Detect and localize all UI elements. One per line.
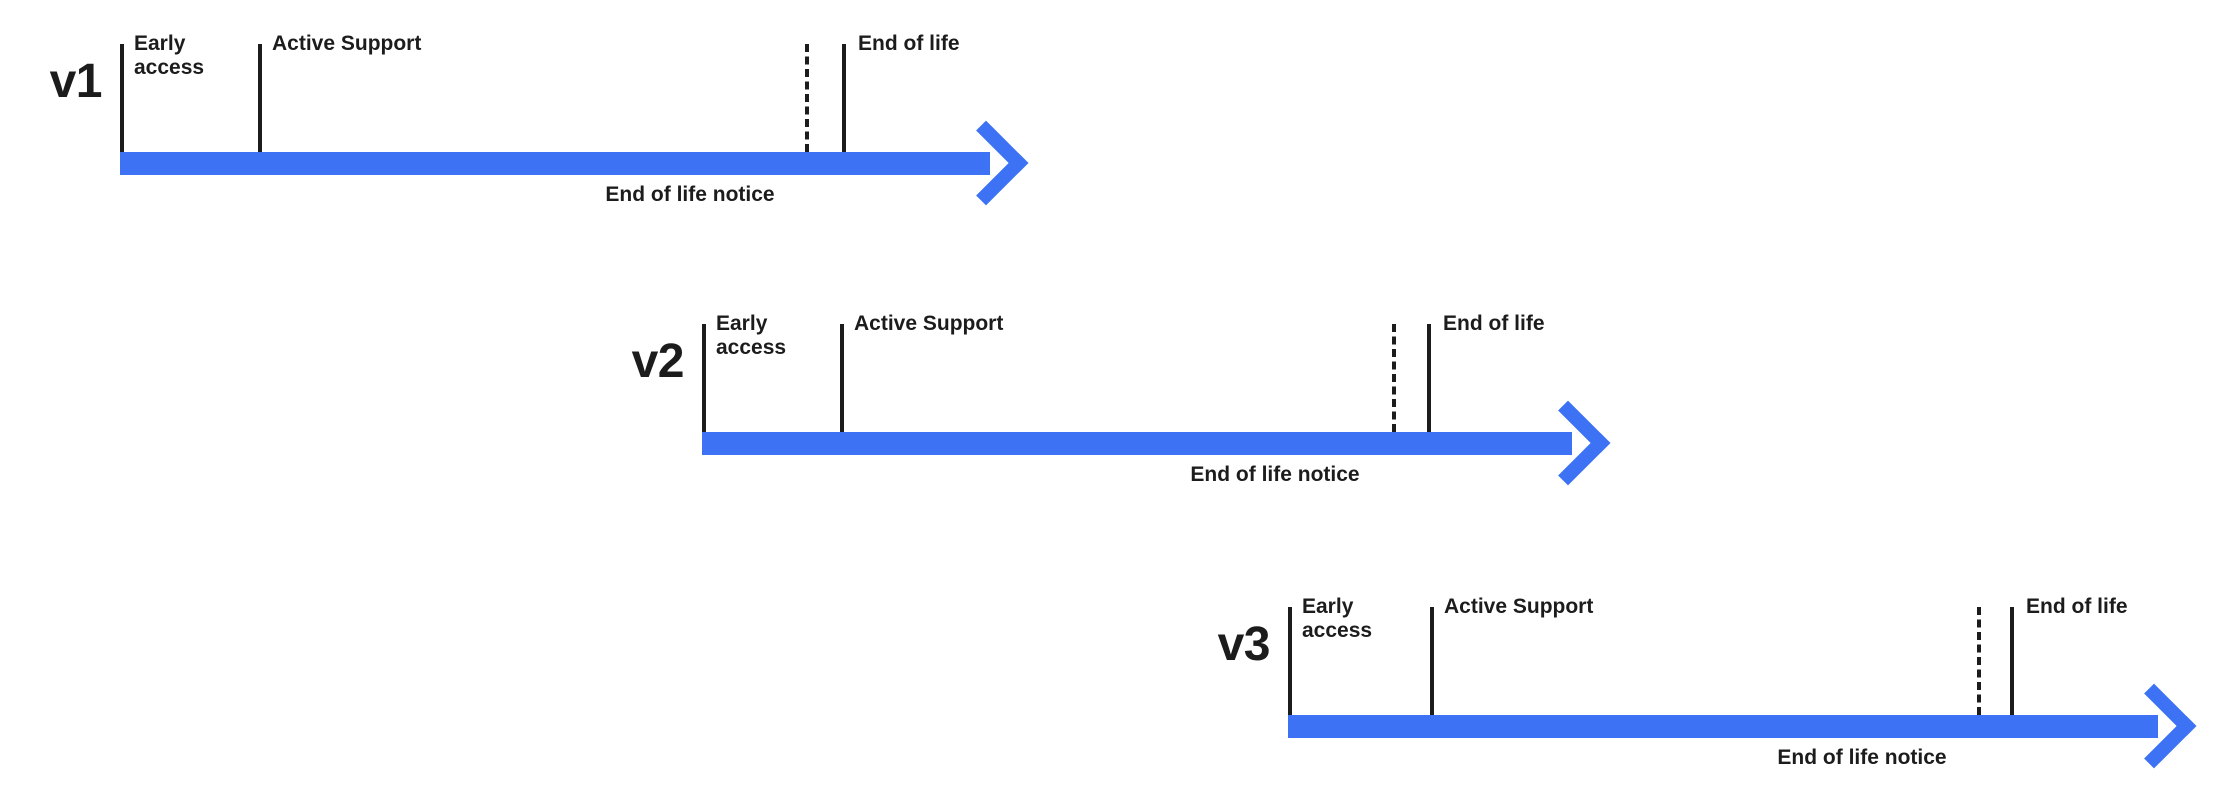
phase-label-early-access-v3: Early access [1302, 595, 1373, 642]
phase-label-early-access-v2: Early access [716, 312, 787, 359]
timeline-axis-v1 [120, 152, 990, 175]
end-of-life-notice-marker-v2 [1392, 324, 1396, 432]
phase-divider-v3 [2010, 607, 2014, 715]
phase-label-active-support-v3: Active Support [1444, 595, 1594, 618]
version-label-v2: v2 [631, 335, 685, 388]
timeline-arrowhead-v2 [1525, 400, 1611, 485]
end-of-life-notice-label-v1: End of life notice [605, 183, 775, 206]
phase-divider-v2 [840, 324, 844, 432]
phase-label-end-of-life-v3: End of life [2026, 595, 2128, 618]
end-of-life-notice-label-v3: End of life notice [1777, 746, 1947, 769]
timeline-axis-v3 [1288, 715, 2158, 738]
phase-label-end-of-life-v2: End of life [1443, 312, 1545, 335]
phase-label-active-support-v2: Active Support [854, 312, 1004, 335]
version-label-v3: v3 [1217, 618, 1271, 671]
timeline-arrowhead-v1 [943, 120, 1029, 205]
timeline-axis-v2 [702, 432, 1572, 455]
end-of-life-notice-marker-v3 [1977, 607, 1981, 715]
phase-label-end-of-life-v1: End of life [858, 32, 960, 55]
phase-divider-v1 [842, 44, 846, 152]
timeline-arrowhead-v3 [2111, 683, 2197, 768]
phase-divider-v2 [1427, 324, 1431, 432]
phase-divider-v1 [258, 44, 262, 152]
phase-divider-v1 [120, 44, 124, 152]
phase-label-early-access-v1: Early access [134, 32, 205, 79]
end-of-life-notice-label-v2: End of life notice [1190, 463, 1360, 486]
phase-label-active-support-v1: Active Support [272, 32, 422, 55]
version-label-v1: v1 [49, 55, 103, 108]
phase-divider-v3 [1288, 607, 1292, 715]
phase-divider-v2 [702, 324, 706, 432]
phase-divider-v3 [1430, 607, 1434, 715]
end-of-life-notice-marker-v1 [805, 44, 809, 152]
